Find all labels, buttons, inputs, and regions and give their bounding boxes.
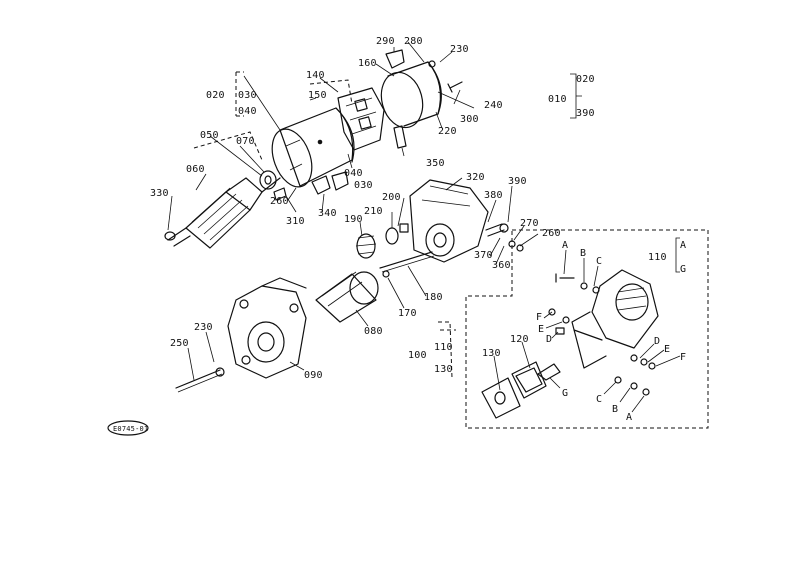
callout-E-right: E: [664, 344, 670, 355]
terminal-bolt: [393, 125, 407, 149]
callout-090: 090: [304, 370, 323, 381]
callout-300: 300: [460, 114, 479, 125]
callout-360: 360: [492, 260, 511, 271]
brush-holder: [337, 87, 385, 151]
callout-160: 160: [358, 58, 377, 69]
callout-A-bottom: A: [626, 412, 632, 423]
callout-130: 130: [434, 364, 453, 375]
callout-270: 270: [520, 218, 539, 229]
rear-end-cover: [380, 61, 442, 129]
callout-390: 390: [508, 176, 527, 187]
drive-end-housing: [409, 179, 489, 263]
stamp-text: E0745-01: [113, 425, 148, 433]
callout-050: 050: [200, 130, 219, 141]
magnetic-switch: [571, 269, 659, 369]
callout-140: 140: [306, 70, 325, 81]
callout-F-right: F: [680, 352, 686, 363]
pinion-shaft: [379, 251, 433, 269]
callout-060: 060: [186, 164, 205, 175]
callout-120: 120: [510, 334, 529, 345]
callout-230: 230: [450, 44, 469, 55]
callout-E: E: [538, 324, 544, 335]
callout-020-b: 020: [576, 74, 595, 85]
callout-220: 220: [438, 126, 457, 137]
callout-240: 240: [484, 100, 503, 111]
yoke-housing: [271, 107, 355, 188]
through-bolt: [175, 369, 221, 389]
callout-150: 150: [308, 90, 327, 101]
leader-lines: [167, 41, 539, 381]
callout-080: 080: [364, 326, 383, 337]
callout-B: B: [580, 248, 586, 259]
callout-F: F: [536, 312, 542, 323]
callout-250: 250: [170, 338, 189, 349]
callout-G: G: [562, 388, 568, 399]
callout-330: 330: [150, 188, 169, 199]
front-bracket: [227, 277, 307, 379]
drawing-number-stamp: E0745-01: [107, 420, 149, 436]
callout-260-b: 260: [542, 228, 561, 239]
callout-B-bottom: B: [612, 404, 618, 415]
callout-260: 260: [270, 196, 289, 207]
callout-190: 190: [344, 214, 363, 225]
bracket-290: [385, 49, 405, 69]
callout-C: C: [596, 256, 602, 267]
callout-380: 380: [484, 190, 503, 201]
callout-310: 310: [286, 216, 305, 227]
callout-030-b: 030: [354, 180, 373, 191]
switch-group-box: [465, 229, 709, 429]
callout-D-right: D: [654, 336, 660, 347]
callout-010: 010: [548, 94, 567, 105]
callout-170: 170: [398, 308, 417, 319]
callout-370: 370: [474, 250, 493, 261]
gasket: [511, 361, 547, 399]
callout-C-bottom: C: [596, 394, 602, 405]
callout-020: 020: [206, 90, 225, 101]
callout-110: 110: [434, 342, 453, 353]
callout-200: 200: [382, 192, 401, 203]
part-number-labels: 290 280 230 160 140 150 240 300 220 020 …: [150, 36, 686, 423]
callout-320: 320: [466, 172, 485, 183]
planetary-gear: [355, 233, 377, 259]
callout-280: 280: [404, 36, 423, 47]
callout-A: A: [562, 240, 568, 251]
callout-030: 030: [238, 90, 257, 101]
callout-350: 350: [426, 158, 445, 169]
callout-D: D: [546, 334, 552, 345]
callout-210: 210: [364, 206, 383, 217]
switch-cover: [481, 377, 521, 419]
callout-180: 180: [424, 292, 443, 303]
callout-110-b: 110: [648, 252, 667, 263]
callout-340: 340: [318, 208, 337, 219]
callout-070: 070: [236, 136, 255, 147]
overrunning-clutch: [315, 271, 379, 323]
callout-100: 100: [408, 350, 427, 361]
armature: [167, 177, 281, 249]
switch-leader-lines: [493, 249, 681, 413]
callout-390-b: 390: [576, 108, 595, 119]
callout-130-b: 130: [482, 348, 501, 359]
callout-040: 040: [238, 106, 257, 117]
callout-290: 290: [376, 36, 395, 47]
callout-230-b: 230: [194, 322, 213, 333]
callout-A-top: A: [680, 240, 686, 251]
callout-040-b: 040: [344, 168, 363, 179]
callout-G-top: G: [680, 264, 686, 275]
